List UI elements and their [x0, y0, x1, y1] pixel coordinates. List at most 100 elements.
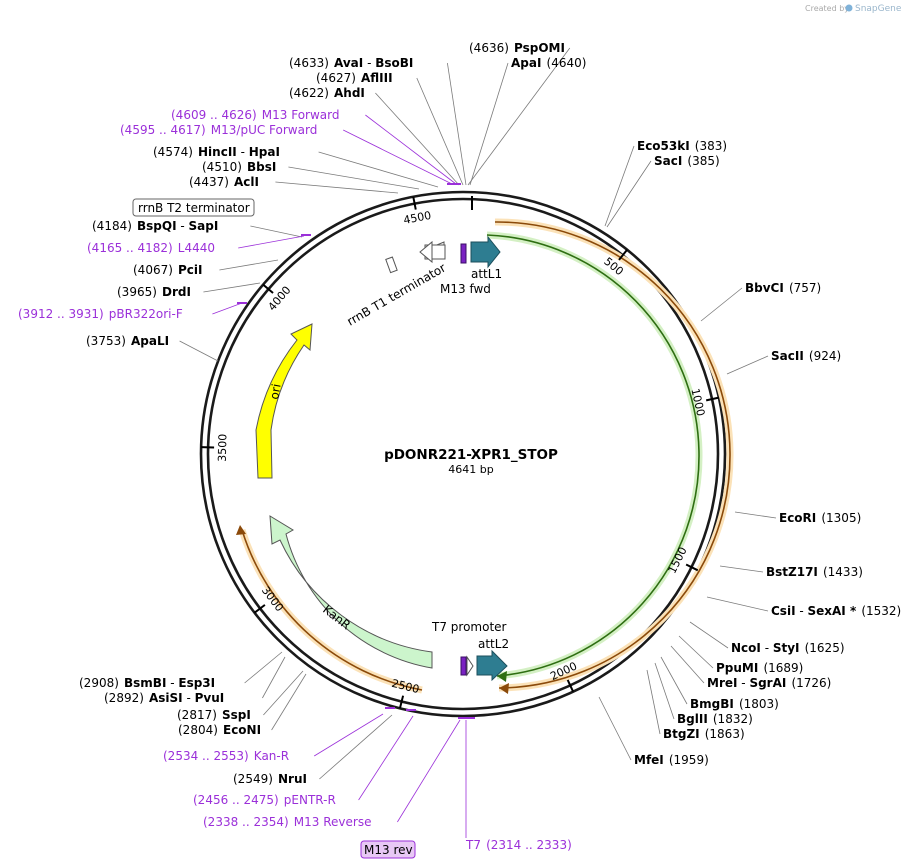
enzyme-site-label[interactable]: (2892) AsiSI - PvuI: [104, 687, 224, 706]
enzyme-site-label[interactable]: BbvCI (757): [745, 277, 821, 296]
site-position: (2908): [79, 676, 119, 690]
track-green[interactable]: [486, 234, 700, 677]
m13-rev-feature[interactable]: [460, 656, 467, 676]
site-position: (1726): [791, 676, 831, 690]
enzyme-site-label[interactable]: BglII (1832): [677, 708, 753, 727]
enzyme-name: BglII: [677, 712, 708, 726]
enzyme-name: SapI: [189, 219, 219, 233]
enzyme-site-label[interactable]: (4636) PspOMI: [469, 37, 565, 56]
enzyme-site-label[interactable]: ApaI (4640): [511, 52, 586, 71]
primer-site-label[interactable]: (4609 .. 4626) M13 Forward: [171, 104, 340, 123]
primer-text: (4609 .. 4626): [171, 108, 257, 122]
enzyme-leader-line: [271, 673, 307, 731]
primer-site-label[interactable]: (3912 .. 3931) pBR322ori-F: [18, 303, 183, 322]
attl1-feature[interactable]: [470, 235, 501, 269]
track-orange-left[interactable]: [241, 529, 423, 691]
enzyme-site-label[interactable]: (4627) AflIII: [316, 67, 393, 86]
enzyme-site-label[interactable]: (4184) BspQI - SapI: [92, 215, 218, 234]
primer-site-label[interactable]: (4595 .. 4617) M13/pUC Forward: [120, 119, 317, 138]
ori-feature[interactable]: [255, 323, 313, 479]
enzyme-name: HincII: [198, 145, 237, 159]
rrnb-t1-arrowhead: [419, 240, 433, 264]
primer-text: Kan-R: [254, 749, 289, 763]
primer-leader-line: [313, 713, 384, 757]
backbone-outer-ring: [199, 190, 727, 718]
site-position: (2549): [233, 772, 273, 786]
track-orange[interactable]: [494, 221, 731, 689]
enzyme-site-label[interactable]: CsiI - SexAI * (1532): [771, 600, 901, 619]
enzyme-leader-line: [219, 259, 279, 271]
site-position: (1959): [669, 753, 709, 767]
enzyme-site-label[interactable]: SacII (924): [771, 345, 841, 364]
enzyme-site-label[interactable]: (2817) SspI: [177, 704, 251, 723]
site-position: (4574): [153, 145, 193, 159]
enzyme-leader-line: [678, 635, 714, 669]
primer-site-label[interactable]: (2338 .. 2354) M13 Reverse: [203, 811, 371, 830]
enzyme-name: MfeI: [634, 753, 664, 767]
enzyme-name: AhdI: [334, 86, 365, 100]
enzyme-site-label[interactable]: (3753) ApaLI: [86, 330, 169, 349]
site-position: (4627): [316, 71, 356, 85]
m13-fwd-feature[interactable]: [460, 243, 467, 264]
site-position: (4184): [92, 219, 132, 233]
enzyme-leader-line: [250, 225, 303, 238]
site-position: (383): [695, 139, 727, 153]
attl2-feature[interactable]: [476, 649, 508, 682]
primer-text: pENTR-R: [284, 793, 336, 807]
enzyme-site-label[interactable]: BmgBI (1803): [690, 693, 779, 712]
enzyme-site-label[interactable]: MfeI (1959): [634, 749, 709, 768]
enzyme-leader-line: [203, 282, 261, 293]
site-position: (1625): [805, 641, 845, 655]
enzyme-site-label[interactable]: (4574) HincII - HpaI: [153, 141, 280, 160]
site-position: (2892): [104, 691, 144, 705]
enzyme-site-label[interactable]: SacI (385): [654, 150, 720, 169]
ruler-tick-label: 2500: [390, 677, 420, 696]
enzyme-name: PpuMI: [716, 661, 758, 675]
primer-site-label[interactable]: (2456 .. 2475) pENTR-R: [193, 789, 336, 808]
enzyme-site-label[interactable]: (4067) PciI: [133, 259, 203, 278]
enzyme-site-label[interactable]: (4622) AhdI: [289, 82, 365, 101]
enzyme-site-label[interactable]: Eco53kI (383): [637, 135, 727, 154]
primer-site-label[interactable]: (2534 .. 2553) Kan-R: [163, 745, 289, 764]
t7-promoter-feature[interactable]: [466, 655, 474, 677]
enzyme-name: BsmBI: [124, 676, 166, 690]
ruler-tick-label: 4500: [402, 209, 432, 227]
enzyme-name: BspQI: [137, 219, 177, 233]
enzyme-site-label[interactable]: (2908) BsmBI - Esp3I: [79, 672, 215, 691]
enzyme-site-label[interactable]: (2549) NruI: [233, 768, 307, 787]
site-position: (3965): [117, 285, 157, 299]
enzyme-name: ApaI: [511, 56, 541, 70]
enzyme-site-label[interactable]: NcoI - StyI (1625): [731, 637, 845, 656]
rrnb-t2-label-box: [132, 198, 255, 217]
enzyme-site-label[interactable]: (3965) DrdI: [117, 281, 191, 300]
primer-site-label[interactable]: T7 (2314 .. 2333): [465, 834, 572, 853]
enzyme-leader-line: [598, 696, 632, 761]
track-orange-left-arrowhead: [236, 525, 246, 535]
enzyme-site-label[interactable]: EcoRI (1305): [779, 507, 861, 526]
enzyme-site-label[interactable]: BstZ17I (1433): [766, 561, 863, 580]
enzyme-name: BstZ17I: [766, 565, 818, 579]
site-position: (924): [809, 349, 841, 363]
rrnb-t2-feature[interactable]: [385, 256, 398, 274]
enzyme-site-label[interactable]: (4510) BbsI: [202, 156, 276, 175]
site-position: (4640): [547, 56, 587, 70]
enzyme-leader-line: [689, 621, 729, 649]
kanr-feature[interactable]: [269, 515, 433, 669]
enzyme-site-label[interactable]: BtgZI (1863): [663, 723, 745, 742]
primer-site-label[interactable]: (4165 .. 4182) L4440: [87, 237, 215, 256]
label-dash: -: [796, 604, 808, 618]
enzyme-site-label[interactable]: MreI - SgrAI (1726): [707, 672, 831, 691]
enzyme-name: PvuI: [195, 691, 225, 705]
plasmid-name: pDONR221-XPR1_STOP: [384, 447, 558, 463]
primer-text: pBR322ori-F: [109, 307, 183, 321]
enzyme-site-label[interactable]: (2804) EcoNI: [178, 719, 261, 738]
enzyme-name: BtgZI: [663, 727, 700, 741]
site-position: (1532): [861, 604, 901, 618]
enzyme-name: EcoRI: [779, 511, 816, 525]
enzyme-site-label[interactable]: PpuMI (1689): [716, 657, 803, 676]
enzyme-site-label[interactable]: (4437) AclI: [189, 171, 259, 190]
enzyme-site-label[interactable]: (4633) AvaI - BsoBI: [289, 52, 413, 71]
